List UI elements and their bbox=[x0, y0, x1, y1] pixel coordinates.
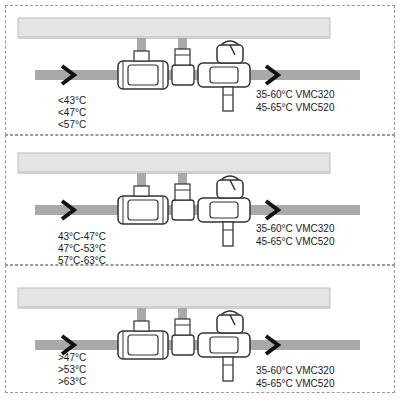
temperature-range: >47°C bbox=[58, 352, 86, 364]
temperature-range: 47°C-53°C bbox=[58, 243, 106, 255]
temperature-panel: 43°C-47°C47°C-53°C57°C-63°C35-60°C VMC32… bbox=[5, 135, 395, 265]
temperature-range: <57°C bbox=[58, 119, 86, 131]
temperature-range: <47°C bbox=[58, 107, 86, 119]
model-range: 35-60°C VMC320 bbox=[256, 223, 334, 235]
model-range: 45-65°C VMC520 bbox=[256, 102, 334, 114]
model-range: 45-65°C VMC520 bbox=[256, 236, 334, 248]
model-range: 35-60°C VMC320 bbox=[256, 89, 334, 101]
temperature-panel: >47°C>53°C>63°C 35-60°C VMC32045-65°C VMC… bbox=[5, 265, 395, 393]
temperature-range: >63°C bbox=[58, 376, 86, 388]
model-range: 35-60°C VMC320 bbox=[256, 365, 334, 377]
temperature-range: <43°C bbox=[58, 95, 86, 107]
model-range: 45-65°C VMC520 bbox=[256, 378, 334, 390]
temperature-panel: <43°C<47°C<57°C 35-60°C VMC32045-65°C VMC… bbox=[5, 5, 395, 135]
temperature-range: >53°C bbox=[58, 364, 86, 376]
temperature-range: 43°C-47°C bbox=[58, 231, 106, 243]
